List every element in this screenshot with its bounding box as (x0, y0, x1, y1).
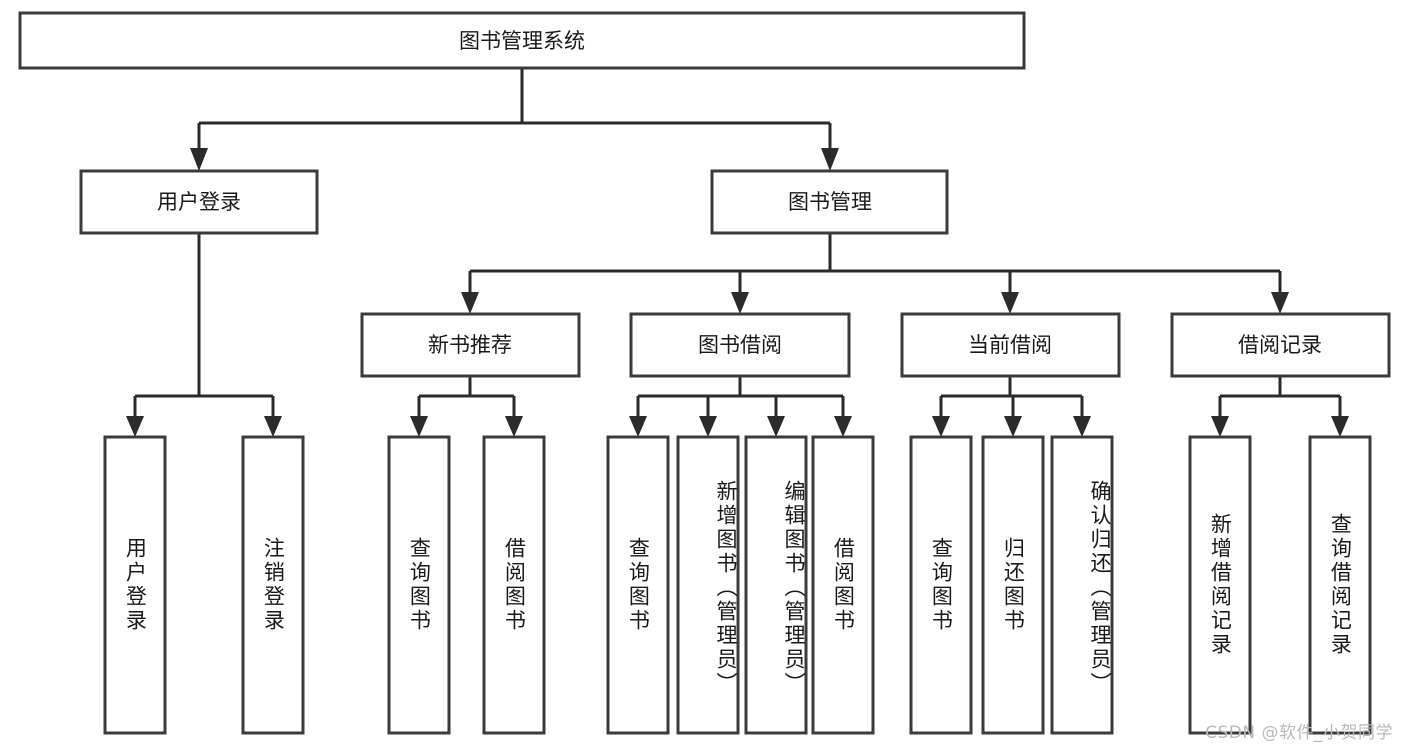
leaf-box-cb-return-book[interactable] (981, 435, 1045, 735)
arrow-icon-user-login (190, 148, 208, 171)
leaf-box-cb-query-book[interactable] (909, 435, 973, 735)
node-root[interactable]: 图书管理系统 (18, 11, 1026, 70)
node-borrow-records-label: 借阅记录 (1238, 333, 1322, 357)
node-current-borrow-label: 当前借阅 (968, 333, 1052, 357)
leaf-box-layer[interactable] (103, 435, 1372, 735)
node-book-borrow[interactable]: 图书借阅 (629, 312, 851, 378)
node-user-login[interactable]: 用户登录 (79, 169, 319, 235)
arrow-icon-leaf-user-login (126, 416, 144, 437)
arrowhead-layer (126, 148, 1349, 437)
arrow-icon-leaf-cb-query (932, 416, 950, 437)
arrow-icon-leaf-cb-confirm (1073, 416, 1091, 437)
node-book-management-label: 图书管理 (788, 190, 872, 214)
node-user-login-label: 用户登录 (157, 190, 241, 214)
arrow-icon-borrow (731, 292, 749, 314)
node-new-book-recommend-box[interactable] (360, 312, 581, 378)
leaf-box-nb-borrow-book[interactable] (482, 435, 546, 735)
node-current-borrow[interactable]: 当前借阅 (900, 312, 1121, 378)
leaf-box-br-add-record[interactable] (1188, 435, 1252, 735)
arrow-icon-leaf-nb-borrow (505, 416, 523, 437)
leaf-box-bb-query-book[interactable] (606, 435, 670, 735)
leaf-box-logout[interactable] (241, 435, 305, 735)
node-root-label: 图书管理系统 (459, 29, 585, 53)
arrow-icon-records (1271, 292, 1289, 314)
node-borrow-records-box[interactable] (1170, 312, 1391, 378)
arrow-icon-leaf-bb-query (629, 416, 647, 437)
connector-layer (133, 68, 1342, 418)
leaf-box-br-query-record[interactable] (1308, 435, 1372, 735)
arrow-icon-leaf-bb-add (699, 416, 717, 437)
csdn-watermark: CSDN @软件_小贺同学 (1205, 723, 1393, 743)
node-book-management[interactable]: 图书管理 (710, 169, 949, 235)
arrow-icon-new-books (461, 292, 479, 314)
arrow-icon-current (1001, 292, 1019, 314)
arrow-icon-leaf-br-query (1331, 416, 1349, 437)
node-book-borrow-box[interactable] (629, 312, 851, 378)
arrow-icon-leaf-cb-return (1004, 416, 1022, 437)
arrow-icon-leaf-logout (264, 416, 282, 437)
leaf-box-user-login[interactable] (103, 435, 167, 735)
leaf-box-bb-borrow-book[interactable] (811, 435, 875, 735)
arrow-icon-leaf-nb-query (410, 416, 428, 437)
leaf-box-nb-query-book[interactable] (387, 435, 451, 735)
node-new-book-recommend[interactable]: 新书推荐 (360, 312, 581, 378)
arrow-icon-book-mgmt (821, 148, 839, 171)
node-current-borrow-box[interactable] (900, 312, 1121, 378)
node-borrow-records[interactable]: 借阅记录 (1170, 312, 1391, 378)
node-root-box[interactable] (18, 11, 1026, 70)
node-new-book-recommend-label: 新书推荐 (428, 333, 512, 357)
arrow-icon-leaf-bb-edit (767, 416, 785, 437)
leaf-box-bb-edit-book[interactable] (744, 435, 808, 735)
leaf-box-bb-add-book[interactable] (676, 435, 740, 735)
node-user-login-box[interactable] (79, 169, 319, 235)
node-book-management-box[interactable] (710, 169, 949, 235)
arrow-icon-leaf-br-add (1211, 416, 1229, 437)
arrow-icon-leaf-bb-borrow (834, 416, 852, 437)
node-book-borrow-label: 图书借阅 (698, 333, 782, 357)
leaf-box-cb-confirm-return[interactable] (1050, 435, 1114, 735)
